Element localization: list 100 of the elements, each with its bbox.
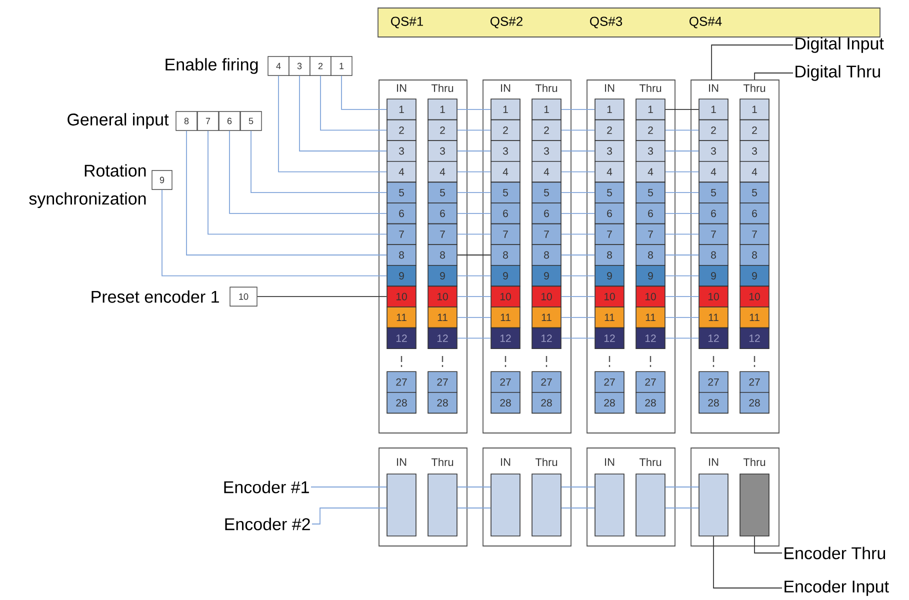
connector-line [208,130,388,235]
channel-cell: 4 [428,161,458,183]
connector-line [456,275,492,276]
channel-cell: 2 [386,119,416,141]
channel-cell: 27 [740,371,770,393]
channel-cell: 10 [740,286,770,308]
channel-cell: 11 [740,306,770,328]
channel-cell: 2 [532,119,562,141]
connector-line [560,192,596,194]
connector-line [664,316,700,318]
connector-line [456,316,492,318]
channel-cell: 12 [698,327,728,349]
column-header: Thru [431,84,454,92]
callout-label: Digital Thru [796,65,880,81]
column-header: IN [397,458,406,466]
channel-cell: 9 [386,265,416,287]
connector-line [456,171,492,172]
channel-cell: 11 [428,306,458,328]
channel-cell: 11 [386,306,416,328]
channel-cell: 7 [490,223,520,245]
pin-box: 2 [310,56,332,76]
channel-cell: 11 [532,306,562,328]
channel-cell: 6 [490,202,520,224]
channel-cell: 5 [740,182,770,204]
channel-cell: 8 [698,244,728,266]
channel-cell: 9 [428,265,458,287]
connector-line [320,75,388,131]
pin-box: 7 [197,111,219,131]
column-header: Thru [743,84,766,92]
channel-cell: 8 [740,244,770,266]
channel-cell: 10 [636,286,666,308]
column-header: IN [397,84,406,92]
pin-box: 6 [218,111,240,131]
channel-cell: 11 [636,306,666,328]
connector-line [456,254,492,256]
channel-cell: 5 [594,182,624,204]
connector-line [186,130,388,256]
leader-line [754,72,794,80]
callout-label: Preset encoder 1 [92,290,219,303]
connector-line [560,171,596,172]
channel-cell: 10 [386,286,416,308]
channel-cell: 1 [490,98,520,120]
callout-label: General input [68,113,169,129]
callout-label: Encoder Thru [784,546,886,560]
channel-cell: 5 [490,182,520,204]
callout-label: Rotation synchronization [29,164,146,208]
channel-cell: 9 [532,265,562,287]
channel-cell: 4 [698,161,728,183]
column-header: IN [709,458,718,466]
connector-line [664,234,700,235]
channel-cell: 28 [636,392,666,414]
channel-cell: 28 [532,392,562,414]
channel-cell: 27 [698,371,728,393]
channel-cell: 1 [386,98,416,120]
channel-cell: 4 [740,161,770,183]
channel-cell: 10 [594,286,624,308]
channel-cell: 1 [428,98,458,120]
connector-line [664,108,700,110]
column-header: Thru [535,84,558,92]
connector-line [664,275,700,276]
leader-line [711,44,794,80]
callout-label: Encoder #2 [225,518,310,530]
channel-cell: 7 [428,223,458,245]
channel-cell: 9 [740,265,770,287]
connector-line [664,254,700,256]
channel-cell: 3 [698,140,728,162]
connector-line [664,338,700,339]
channel-cell: 27 [532,371,562,393]
channel-cell: 6 [740,202,770,224]
encoder-slot [594,474,624,536]
leader-line [754,536,782,554]
encoder-slot [740,474,770,536]
pin-box: 9 [152,170,172,190]
connector-line [278,75,388,172]
channel-cell: 28 [594,392,624,414]
connector-line [560,150,596,152]
channel-cell: 12 [532,327,562,349]
pin-box: 8 [176,111,198,131]
channel-cell: 12 [386,327,416,349]
connector-line [456,192,492,194]
panel-title: QS#3 [590,16,622,28]
connector-line [312,508,388,524]
channel-cell: 12 [428,327,458,349]
channel-cell: 10 [428,286,458,308]
channel-cell: 11 [490,306,520,328]
encoder-slot [428,474,458,536]
connector-line [664,212,700,214]
connector-line [299,75,388,152]
connector-line [560,212,596,214]
channel-cell: 28 [490,392,520,414]
channel-cell: 4 [636,161,666,183]
channel-cell: 2 [490,119,520,141]
encoder-slot [490,474,520,536]
channel-cell: 8 [428,244,458,266]
channel-cell: 6 [594,202,624,224]
channel-cell: 12 [490,327,520,349]
channel-cell: 3 [386,140,416,162]
connector-line [560,108,596,110]
pin-box: 1 [330,56,352,76]
connector-line [256,296,388,298]
